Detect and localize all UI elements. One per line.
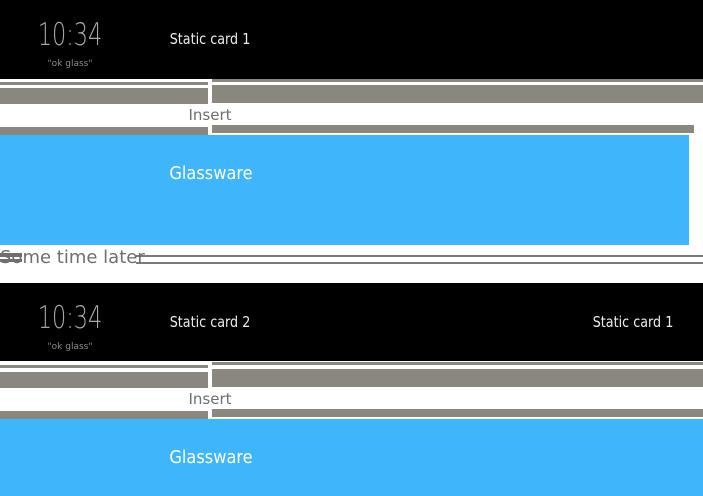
glassware-card-2: Glassware xyxy=(0,419,703,496)
home-card-clock: 10:34 xyxy=(37,17,103,53)
insert-lower-bar-left xyxy=(0,127,208,135)
home-card-hotword: "ok glass" xyxy=(47,59,93,69)
timeline-shadow-line-left xyxy=(0,82,208,85)
timeline-shadow-bar-left-2 xyxy=(0,372,208,388)
static-card-2-label-after: Static card 2 xyxy=(169,313,251,331)
divider-line-stub-bottom xyxy=(0,259,22,262)
insert-lower-bar-left-2 xyxy=(0,411,208,419)
timeline-shadow-line-left-2 xyxy=(0,365,208,368)
insert-label-1: Insert xyxy=(188,106,232,124)
divider-line-bottom xyxy=(136,262,703,264)
glassware-card-1-label: Glassware xyxy=(169,163,253,184)
divider-label: Some time later xyxy=(0,247,145,268)
static-card-1-label-after: Static card 1 xyxy=(592,313,674,331)
timeline-shadow-bar-right-2 xyxy=(212,369,703,387)
glassware-card-1: Glassware xyxy=(0,135,689,245)
timeline-shadow-bar-left xyxy=(0,88,208,104)
divider-line-stub-top xyxy=(0,253,22,257)
glassware-card-2-label: Glassware xyxy=(169,447,253,468)
static-card-1-label-before: Static card 1 xyxy=(169,30,251,48)
home-card-hotword-2: "ok glass" xyxy=(47,342,93,352)
timeline-strip-after: 10:34 "ok glass" Static card 2 Static ca… xyxy=(0,283,703,361)
home-card-clock-2: 10:34 xyxy=(37,300,103,336)
timeline-strip-before: 10:34 "ok glass" Static card 1 xyxy=(0,0,703,79)
timeline-shadow-line-right-2 xyxy=(212,362,703,365)
timeline-shadow-line-right xyxy=(212,79,703,82)
insert-label-2: Insert xyxy=(188,390,232,408)
insert-lower-bar-right-2 xyxy=(212,409,703,417)
insert-lower-bar-right xyxy=(212,125,694,133)
divider-line-top xyxy=(136,255,703,257)
timeline-shadow-bar-right xyxy=(212,85,703,103)
